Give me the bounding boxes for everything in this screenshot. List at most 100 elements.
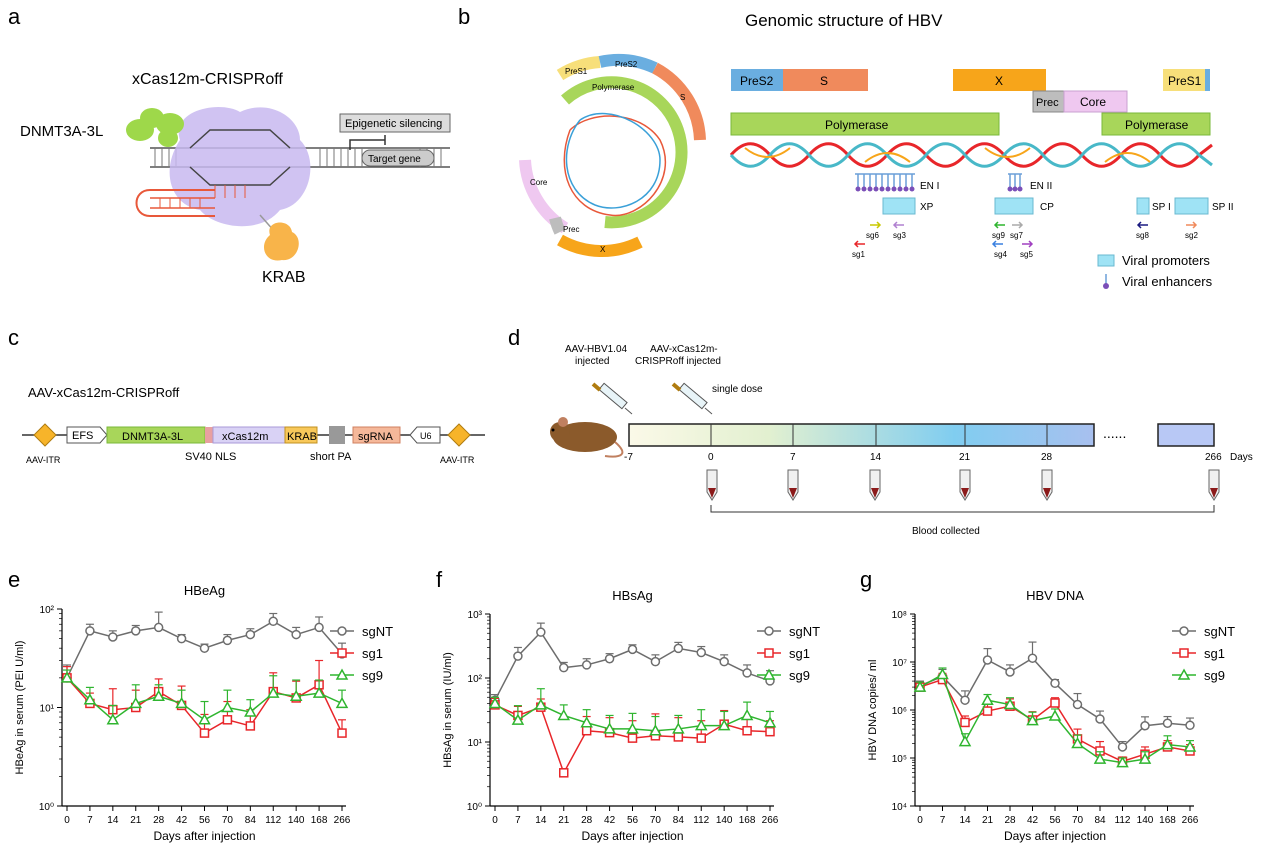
dna-helix bbox=[729, 142, 1213, 168]
data-point bbox=[245, 629, 256, 640]
sg1-label: sg1 bbox=[852, 250, 865, 259]
cp-label: CP bbox=[1040, 202, 1054, 213]
circ-pres2: PreS2 bbox=[615, 60, 638, 69]
data-point bbox=[1093, 752, 1107, 764]
x-tick-label: 266 bbox=[1182, 815, 1199, 826]
x-tick-label: 0 bbox=[64, 815, 70, 826]
x-tick-label: 42 bbox=[1027, 815, 1039, 826]
sgrna-segment bbox=[352, 426, 401, 444]
legend-marker bbox=[337, 626, 347, 636]
panel-c-letter: c bbox=[8, 325, 19, 350]
data-point bbox=[536, 627, 546, 637]
bar-polymerase-1 bbox=[730, 112, 1000, 136]
bar-x-label: X bbox=[995, 74, 1003, 88]
x-tick-label: 14 bbox=[535, 815, 547, 826]
data-point bbox=[958, 735, 972, 747]
u6-label: U6 bbox=[420, 431, 432, 441]
tick-m7: -7 bbox=[624, 452, 633, 463]
y-tick-label: 10² bbox=[40, 605, 55, 616]
series-sgNT: sgNT bbox=[490, 622, 820, 705]
circ-polymerase: Polymerase bbox=[592, 83, 635, 92]
dnmt3a-3l-domain bbox=[126, 108, 184, 147]
circular-genome bbox=[519, 53, 706, 258]
data-point bbox=[221, 700, 234, 713]
tick-7: 7 bbox=[790, 452, 796, 463]
x-tick-label: 56 bbox=[627, 815, 639, 826]
data-point bbox=[337, 728, 347, 738]
x-tick-label: 140 bbox=[716, 815, 733, 826]
x-tick-label: 14 bbox=[959, 815, 971, 826]
sgrna-seg-label: sgRNA bbox=[358, 431, 394, 443]
data-point bbox=[534, 698, 548, 710]
y-axis-label: HBV DNA copies/ ml bbox=[867, 660, 879, 761]
legend-promoter-swatch bbox=[1097, 254, 1115, 267]
data-point bbox=[245, 721, 256, 731]
legend-marker bbox=[762, 668, 776, 680]
epigenetic-label: Epigenetic silencing bbox=[345, 118, 442, 130]
legend-label: sg1 bbox=[362, 646, 383, 661]
y-tick-label: 10⁰ bbox=[39, 802, 54, 813]
data-point bbox=[129, 696, 143, 709]
data-point bbox=[604, 653, 615, 664]
data-point bbox=[1185, 720, 1195, 731]
chart-title: HBsAg bbox=[612, 588, 652, 603]
sgrna-arrows bbox=[853, 221, 1198, 248]
bar-pres1 bbox=[1163, 69, 1205, 91]
timeline-dots: ...... bbox=[1103, 425, 1126, 441]
data-point bbox=[740, 708, 754, 721]
short-pa-segment bbox=[329, 426, 345, 444]
data-point bbox=[1116, 756, 1129, 768]
panel-f-letter: f bbox=[436, 567, 443, 592]
sg7-label: sg7 bbox=[1010, 231, 1023, 240]
bar-pol1-label: Polymerase bbox=[825, 118, 889, 132]
legend-marker bbox=[1179, 626, 1189, 636]
data-point bbox=[719, 656, 729, 667]
data-point bbox=[291, 629, 301, 640]
circ-prec: Prec bbox=[563, 225, 579, 234]
data-point bbox=[765, 726, 775, 737]
data-point bbox=[222, 635, 233, 646]
data-point bbox=[673, 643, 684, 654]
legend-marker bbox=[1179, 648, 1189, 658]
x-tick-label: 28 bbox=[153, 815, 165, 826]
data-point bbox=[289, 689, 303, 702]
data-point bbox=[603, 722, 616, 734]
cas12m-protein-shape bbox=[169, 107, 311, 227]
x-tick-label: 0 bbox=[492, 815, 498, 826]
series-sgNT: sgNT bbox=[62, 611, 393, 683]
x-axis-label: Days after injection bbox=[153, 829, 255, 843]
bar-pres2 bbox=[731, 69, 783, 91]
data-point bbox=[175, 696, 188, 709]
y-tick-label: 10⁸ bbox=[892, 610, 907, 621]
legend-label: sg9 bbox=[789, 668, 810, 683]
sg5-label: sg5 bbox=[1020, 250, 1033, 259]
syringe-icon-1 bbox=[591, 382, 633, 415]
sg2-label: sg2 bbox=[1185, 231, 1198, 240]
en1-label: EN I bbox=[920, 181, 939, 192]
x-tick-label: 112 bbox=[693, 815, 709, 826]
xcas-seg-label: xCas12m bbox=[222, 431, 268, 443]
legend-marker bbox=[1177, 668, 1191, 680]
panel-g-letter: g bbox=[860, 567, 872, 592]
panel-b-letter: b bbox=[458, 4, 470, 29]
tick-0: 0 bbox=[708, 452, 714, 463]
x-tick-label: 84 bbox=[673, 815, 685, 826]
data-point bbox=[626, 722, 639, 734]
data-point bbox=[335, 696, 349, 709]
data-point bbox=[1183, 740, 1197, 752]
data-point bbox=[742, 668, 752, 678]
sg8-label: sg8 bbox=[1136, 231, 1149, 240]
legend-label: sgNT bbox=[789, 624, 820, 639]
bar-core-label: Core bbox=[1080, 95, 1106, 109]
x-tick-label: 14 bbox=[107, 815, 119, 826]
y-tick-label: 10³ bbox=[468, 610, 483, 621]
dna-bubble bbox=[189, 129, 291, 186]
series-sg9: sg9 bbox=[488, 668, 810, 736]
promoter-sp2 bbox=[1174, 197, 1209, 215]
chart-title: HBeAg bbox=[184, 583, 225, 598]
x-tick-label: 84 bbox=[245, 815, 257, 826]
sp1-label: SP I bbox=[1152, 202, 1171, 213]
x-tick-label: 7 bbox=[940, 815, 946, 826]
